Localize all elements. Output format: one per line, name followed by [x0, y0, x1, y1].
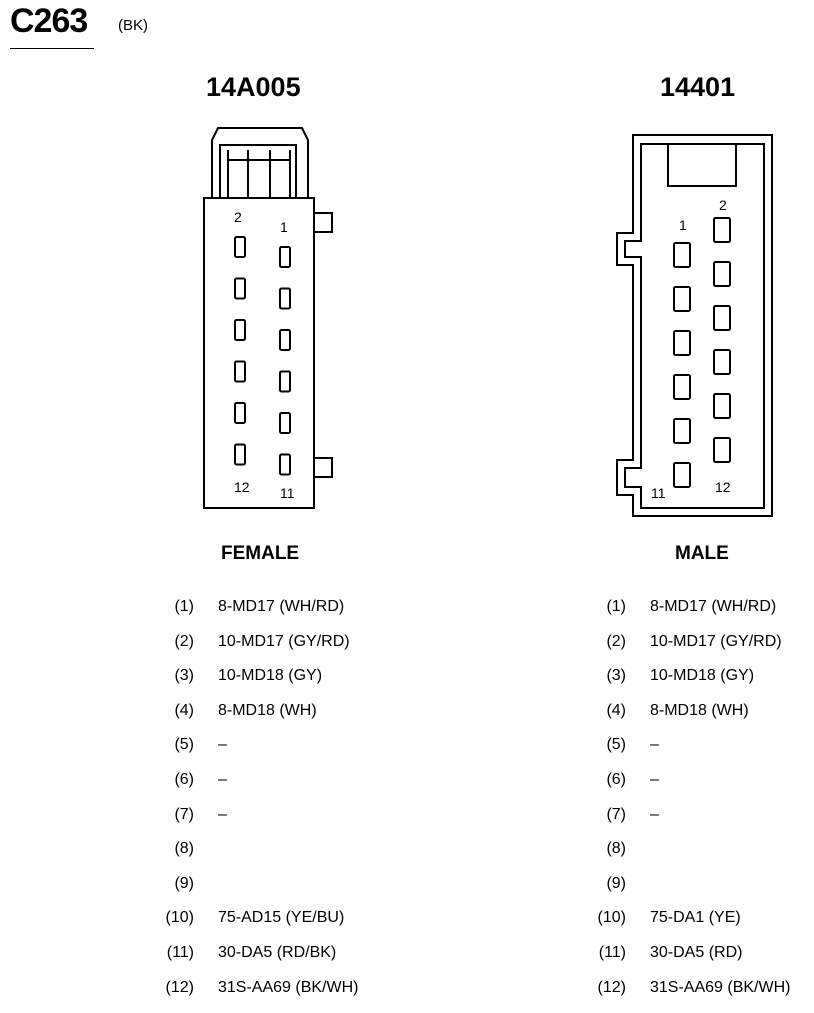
female-pin-cavity	[234, 277, 246, 300]
pin-number: (12)	[597, 978, 626, 996]
female-pin-cavity	[279, 412, 291, 434]
pin-number: (10)	[597, 909, 626, 927]
female-label: FEMALE	[221, 543, 300, 564]
pin-wire: –	[218, 736, 227, 754]
male-pin-cavity	[713, 217, 731, 243]
male-pin-cavity	[673, 242, 691, 268]
male-pin-cavity	[673, 330, 691, 356]
female-pin-cavity	[279, 329, 291, 351]
male-pin-cavity	[673, 418, 691, 444]
male-part-number: 14401	[660, 72, 736, 102]
female-latch-outline	[211, 127, 309, 198]
male-pin-label-2: 2	[719, 197, 727, 213]
pin-number: (3)	[606, 667, 626, 685]
male-pin-cavity	[673, 286, 691, 312]
pin-number: (1)	[606, 598, 626, 615]
pin-number: (8)	[606, 840, 626, 858]
male-label: MALE	[675, 543, 729, 564]
pin-wire: 10-MD17 (GY/RD)	[650, 632, 782, 650]
female-part-number: 14A005	[206, 72, 301, 102]
female-pin-cavity	[279, 370, 291, 393]
male-pin-cavity	[713, 261, 731, 287]
pin-wire: –	[650, 736, 659, 754]
female-pin-cavity	[234, 319, 246, 341]
pin-number: (8)	[174, 840, 194, 858]
female-pin-cavity	[234, 402, 246, 424]
pin-number: (4)	[174, 701, 194, 719]
pin-wire: 10-MD18 (GY)	[650, 667, 755, 685]
male-outer-shell	[616, 134, 773, 517]
pin-number: (6)	[606, 770, 626, 788]
pin-wire: 8-MD17 (WH/RD)	[218, 598, 345, 615]
female-pin-cavity	[279, 287, 291, 310]
male-pin-cavity	[713, 437, 731, 463]
pin-wire: –	[650, 805, 659, 823]
color-code: (BK)	[118, 17, 148, 34]
pin-wire: 31S-AA69 (BK/WH)	[218, 978, 359, 996]
pin-wire: 8-MD18 (WH)	[650, 701, 749, 719]
male-inner-shell	[624, 143, 765, 509]
pin-number: (2)	[606, 632, 626, 650]
pin-wire: –	[218, 805, 227, 823]
pin-number: (2)	[174, 632, 194, 650]
male-pin-cavity	[673, 462, 691, 488]
pin-number: (5)	[174, 736, 194, 754]
pin-number: (6)	[174, 770, 194, 788]
male-key	[667, 143, 737, 187]
male-pin-label-1: 1	[679, 217, 687, 233]
female-pin-cavity	[234, 360, 246, 383]
male-pin-label-12: 12	[715, 479, 731, 495]
female-pin-cavity	[279, 453, 291, 476]
male-pin-cavity	[713, 349, 731, 375]
female-pin-label-1: 1	[280, 219, 288, 235]
pin-number: (10)	[165, 909, 194, 927]
pin-wire: 30-DA5 (RD/BK)	[218, 943, 337, 961]
pin-wire: 30-DA5 (RD)	[650, 943, 743, 961]
pin-number: (7)	[174, 805, 194, 823]
female-side-tab	[313, 457, 333, 478]
connector-id: C263	[10, 2, 88, 40]
pin-number: (12)	[165, 978, 194, 996]
female-pin-cavity	[279, 246, 291, 268]
female-side-tab	[313, 212, 333, 233]
male-pin-label-11: 11	[651, 485, 666, 501]
pin-wire: 31S-AA69 (BK/WH)	[650, 978, 791, 996]
female-body	[203, 197, 315, 509]
female-pin-label-2: 2	[234, 209, 242, 225]
female-pin-cavity	[234, 443, 246, 466]
male-pin-cavity	[673, 374, 691, 400]
pin-number: (11)	[166, 943, 194, 961]
pin-number: (9)	[606, 874, 626, 892]
female-pin-label-11: 11	[280, 485, 295, 501]
female-pin-cavity	[234, 236, 246, 258]
pin-wire: –	[218, 770, 227, 788]
pin-wire: 10-MD17 (GY/RD)	[218, 632, 350, 650]
pin-number: (9)	[174, 874, 194, 892]
pin-number: (4)	[606, 701, 626, 719]
male-pin-cavity	[713, 393, 731, 419]
female-pin-label-12: 12	[234, 479, 250, 495]
pin-wire: 8-MD17 (WH/RD)	[650, 598, 777, 615]
pin-number: (7)	[606, 805, 626, 823]
pin-number: (5)	[606, 736, 626, 754]
pin-wire: –	[650, 770, 659, 788]
female-latch-inner	[219, 144, 297, 198]
pin-wire: 75-DA1 (YE)	[650, 909, 741, 927]
pin-wire: 75-AD15 (YE/BU)	[218, 909, 345, 927]
pin-number: (11)	[598, 943, 626, 961]
pin-number: (1)	[174, 598, 194, 615]
title-underline	[10, 48, 94, 49]
pin-wire: 8-MD18 (WH)	[218, 701, 317, 719]
pin-number: (3)	[174, 667, 194, 685]
pin-wire: 10-MD18 (GY)	[218, 667, 323, 685]
male-pin-cavity	[713, 305, 731, 331]
